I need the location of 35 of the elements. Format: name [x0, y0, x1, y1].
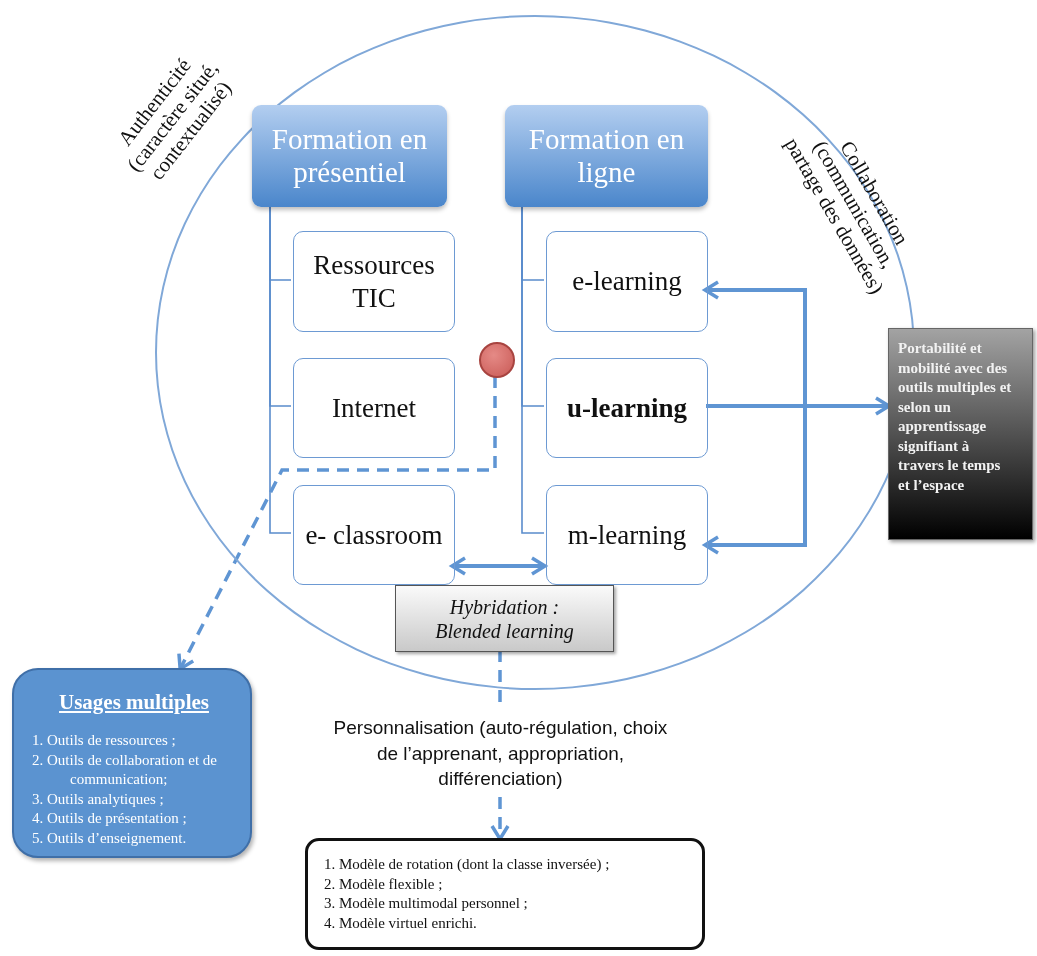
- dot-marker: [479, 342, 515, 378]
- list-item: 1. Outils de ressources ;: [32, 731, 177, 750]
- box-label: Internet: [332, 391, 416, 425]
- header-box: [505, 105, 708, 207]
- note-text: Personnalisation (auto-régulation, choix de l’apprenant, appropriation, différenciation): [332, 716, 669, 792]
- box-label: Portabilité et mobilité avec des outils multiples et selon un apprentissage signifiant à travers le temps et l’espace: [898, 339, 1012, 495]
- list-item: 4. Outils de présentation ;: [32, 809, 188, 828]
- header-label: Formation en présentiel: [270, 122, 429, 190]
- rounded-box: [305, 838, 705, 950]
- arrow: [450, 556, 547, 576]
- rounded-box: [546, 358, 708, 458]
- header-box: [252, 105, 447, 207]
- gradient-box: [888, 328, 1033, 540]
- rounded-box: [293, 358, 455, 458]
- box-label: Ressources TIC: [312, 249, 436, 314]
- panel-heading: Usages multiples: [58, 690, 210, 715]
- list-item: 2. Outils de collaboration et de communication;: [32, 750, 218, 789]
- rounded-box: [293, 231, 455, 332]
- list-item: 3. Outils analytiques ;: [32, 789, 165, 809]
- list-item: 2. Modèle flexible ;: [324, 874, 444, 894]
- shadow-box: [395, 585, 614, 652]
- box-label: m-learning: [567, 518, 687, 552]
- box-label: Hybridation : Blended learning: [434, 594, 575, 643]
- list-item: 4. Modèle virtuel enrichi.: [324, 913, 478, 933]
- box-label: e-learning: [572, 265, 682, 298]
- arrow: [703, 280, 807, 555]
- header-label: Formation en ligne: [527, 122, 686, 190]
- rounded-box: [546, 231, 708, 332]
- rounded-panel: [12, 668, 252, 858]
- box-label: u-learning: [567, 392, 687, 424]
- box-label: e- classroom: [305, 518, 443, 552]
- arrow: [177, 376, 497, 671]
- list-item: 5. Outils d’enseignement.: [32, 828, 188, 848]
- list-item: 1. Modèle de rotation (dont la classe inversée) ;: [324, 855, 611, 874]
- list-item: 3. Modèle multimodal personnel ;: [324, 894, 529, 913]
